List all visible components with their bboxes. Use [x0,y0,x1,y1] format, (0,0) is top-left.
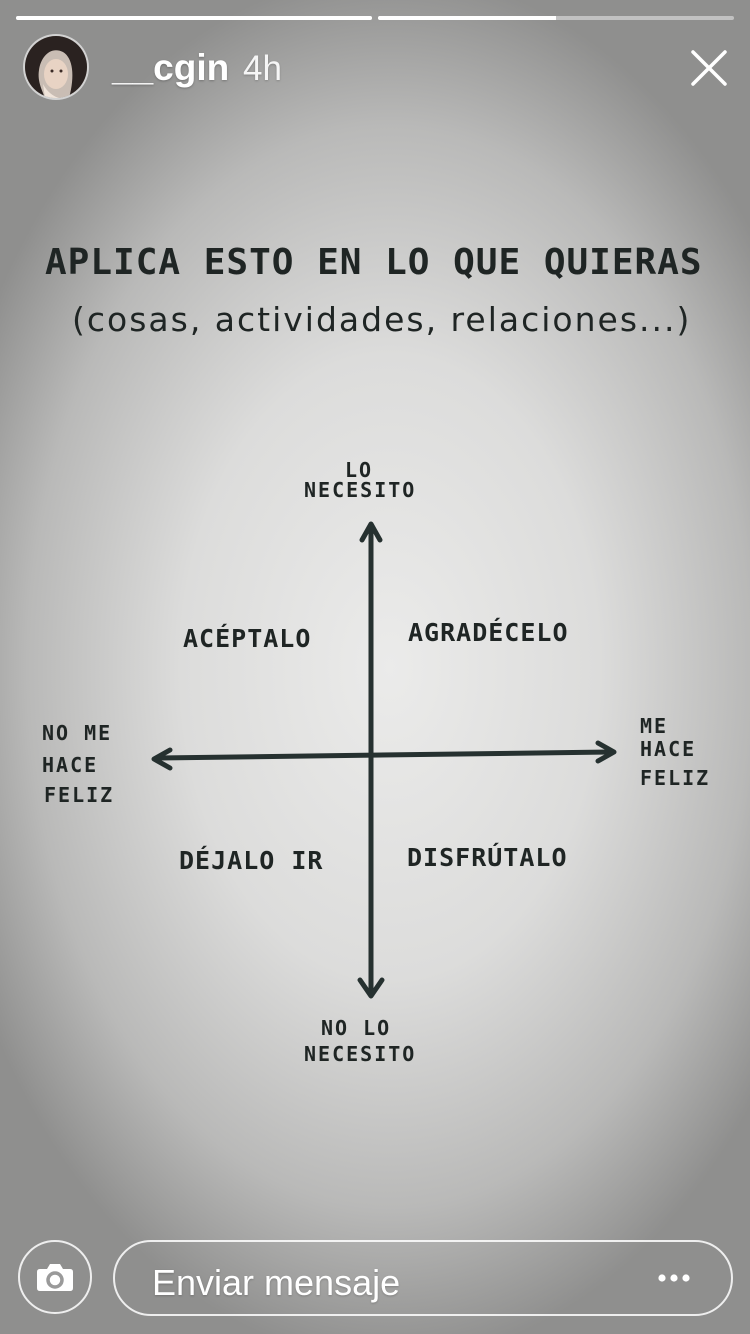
axis-top-line2: NECESITO [304,478,417,502]
post-subtitle: (cosas, actividades, relaciones...) [72,300,692,339]
more-options-button[interactable] [657,1266,691,1290]
horizontal-axis [155,749,613,761]
message-placeholder: Enviar mensaje [152,1262,401,1303]
username[interactable]: __cgin [112,47,230,88]
axis-top-line1: LO [345,458,374,482]
axis-left-line3: FELIZ [44,783,115,807]
post-title: APLICA ESTO EN LO QUE QUIERAS [45,242,703,283]
progress-fill [378,16,556,20]
arrow-down-icon [357,977,385,999]
quadrant-bottom-left: DÉJALO IR [179,846,324,875]
avatar[interactable] [25,36,87,98]
avatar-photo [25,36,87,98]
time-ago: 4h [243,49,282,88]
arrow-up-icon [359,521,383,543]
quadrant-top-left: ACÉPTALO [183,624,312,653]
camera-button[interactable] [18,1240,92,1314]
axis-left-line2: HACE [42,753,99,777]
close-button[interactable] [688,47,730,89]
axis-right-line3: FELIZ [640,766,711,790]
progress-fill [16,16,372,20]
axis-left-line1: NO ME [42,721,113,745]
close-icon [691,50,727,86]
axis-right-line1: ME [640,714,669,738]
progress-segment [16,16,372,20]
arrow-right-icon [595,740,617,764]
progress-segment [378,16,734,20]
camera-icon [37,1264,73,1291]
arrow-left-icon [151,747,173,771]
axis-bottom-line2: NECESITO [304,1042,417,1066]
more-icon [658,1274,690,1282]
story-progress [16,16,734,20]
axis-right-line2: HACE [640,737,697,761]
quadrant-top-right: AGRADÉCELO [408,618,569,647]
axis-bottom-line1: NO LO [321,1016,392,1040]
message-input[interactable]: Enviar mensaje [113,1240,733,1316]
quadrant-bottom-right: DISFRÚTALO [407,843,568,872]
